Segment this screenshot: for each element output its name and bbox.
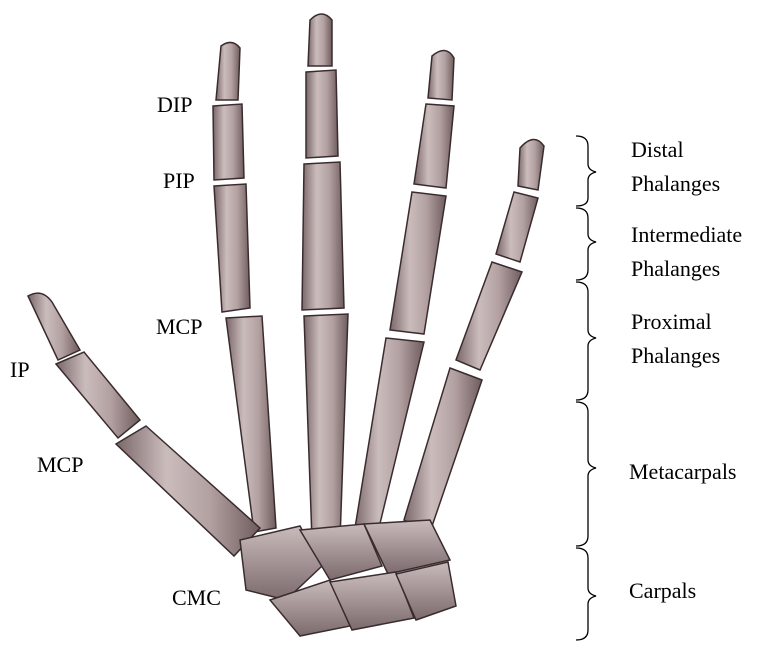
cmc-joint-label: CMC (172, 585, 221, 611)
metacarpals-label: Metacarpals (629, 455, 737, 489)
ip-joint-label: IP (10, 357, 30, 383)
proximal-phalanges-label: Proximal Phalanges (631, 305, 720, 373)
middle-finger-bones (302, 14, 348, 540)
intermediate-phalanges-label: Intermediate Phalanges (631, 218, 742, 286)
mcp-thumb-joint-label: MCP (37, 452, 83, 478)
bone-group-brackets (576, 136, 596, 640)
carpal-bones (240, 520, 456, 636)
carpals-label: Carpals (629, 574, 696, 608)
pip-joint-label: PIP (163, 168, 195, 194)
mcp-finger-joint-label: MCP (156, 314, 202, 340)
distal-phalanges-label: Distal Phalanges (631, 133, 720, 201)
index-finger-bones (213, 42, 276, 532)
thumb-bones (28, 293, 260, 556)
dip-joint-label: DIP (157, 92, 192, 118)
